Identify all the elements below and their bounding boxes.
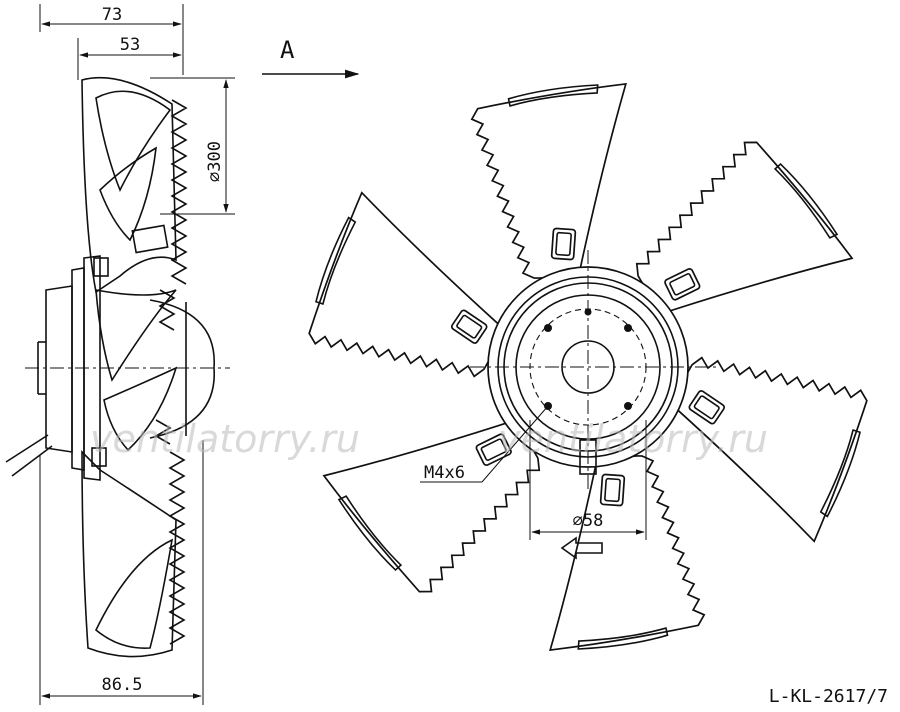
fan-blade — [635, 141, 854, 313]
fan-blade — [674, 356, 868, 543]
blade-clip-inner — [456, 314, 483, 339]
view-label: A — [280, 36, 295, 64]
dimension-diameter: ⌀300 — [150, 77, 235, 215]
blade-tip-slot — [577, 627, 669, 650]
blade-clip-inner — [480, 438, 507, 461]
blade-clip-inner — [555, 231, 572, 257]
dimension-total-length: 86.5 — [39, 440, 204, 705]
blade-tip-slot — [819, 428, 861, 518]
dimension-overall-depth: 73 — [39, 4, 184, 75]
view-arrow: A — [262, 36, 360, 79]
label-thread: M4x6 — [424, 463, 465, 483]
front-view: M4x6 ⌀58 — [308, 82, 868, 652]
blade-tip-slot — [315, 216, 357, 306]
fan-blade — [308, 191, 502, 378]
label-overall-depth: 73 — [102, 5, 122, 25]
blade-clip-inner — [693, 395, 720, 420]
side-view: 73 53 ⌀300 — [5, 4, 235, 705]
watermark-right: ventilatorry.ru — [498, 417, 768, 461]
watermark-left: ventilatorry.ru — [90, 417, 360, 461]
fan-blade — [470, 82, 628, 279]
label-total-length: 86.5 — [102, 675, 143, 695]
blade-tip-slot — [773, 162, 839, 239]
label-hub-diameter: ⌀58 — [573, 511, 604, 531]
blade-outline — [548, 455, 706, 652]
blade-clip-inner — [669, 273, 696, 296]
label-diameter: ⌀300 — [205, 141, 225, 182]
blade-tip-slot — [507, 84, 599, 107]
blade-outline — [308, 191, 502, 378]
label-blade-depth: 53 — [120, 35, 140, 55]
rotor-dome — [149, 299, 215, 439]
fan-blade — [548, 455, 706, 652]
rotation-arrow — [560, 536, 603, 560]
motor-body — [5, 255, 101, 481]
dimension-hub-diameter: ⌀58 — [529, 420, 647, 560]
side-blades — [81, 76, 188, 658]
blade-tip-slot — [337, 495, 403, 572]
blade-clip-inner — [604, 477, 621, 503]
fan-blade — [322, 421, 541, 593]
blade-outline — [470, 82, 628, 279]
drawing-code: L-KL-2617/7 — [769, 686, 888, 707]
blade-outline — [674, 356, 868, 543]
mounting-holes — [544, 308, 632, 410]
thread-callout: M4x6 — [420, 405, 549, 483]
fan-blades — [308, 82, 868, 652]
dimension-blade-depth: 53 — [77, 35, 182, 80]
